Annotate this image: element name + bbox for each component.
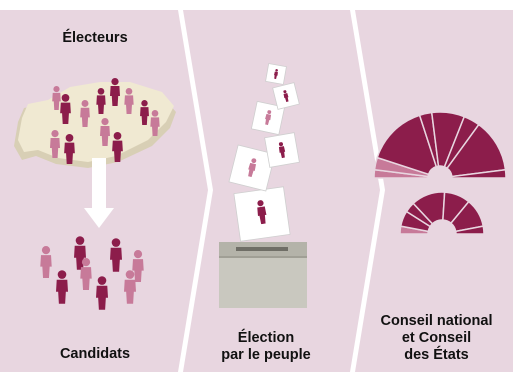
hemicycle-segment — [376, 114, 438, 176]
ballot-icon — [250, 100, 286, 136]
ballots-group — [228, 63, 300, 242]
parliament-caption-line1: Conseil national — [380, 313, 493, 329]
election-caption-line1: Élection — [237, 330, 295, 346]
council-of-states-hemicycle-icon — [399, 191, 485, 235]
candidates-caption: Candidats — [59, 346, 131, 362]
parliament-caption: Conseil national et Conseil des États — [364, 313, 509, 364]
ballot-icon — [228, 144, 276, 192]
parliament-caption-line2: et Conseil — [401, 330, 472, 346]
ballot-box-icon — [219, 242, 307, 308]
hemicycle-segment — [454, 225, 485, 235]
national-council-hemicycle-icon — [373, 111, 507, 179]
ballot-icon — [264, 132, 300, 168]
voters-title: Électeurs — [62, 30, 128, 46]
panel-parliament — [355, 10, 513, 372]
election-caption-line2: par le peuple — [221, 347, 311, 363]
parliament-caption-line3: des États — [404, 347, 469, 363]
ballot-icon — [272, 82, 300, 110]
election-caption: Élection par le peuple — [196, 330, 336, 364]
ballot-icon — [265, 63, 287, 85]
down-arrow-icon — [84, 158, 114, 228]
ballot-icon — [233, 186, 291, 242]
hemicycle-segment — [451, 168, 507, 179]
